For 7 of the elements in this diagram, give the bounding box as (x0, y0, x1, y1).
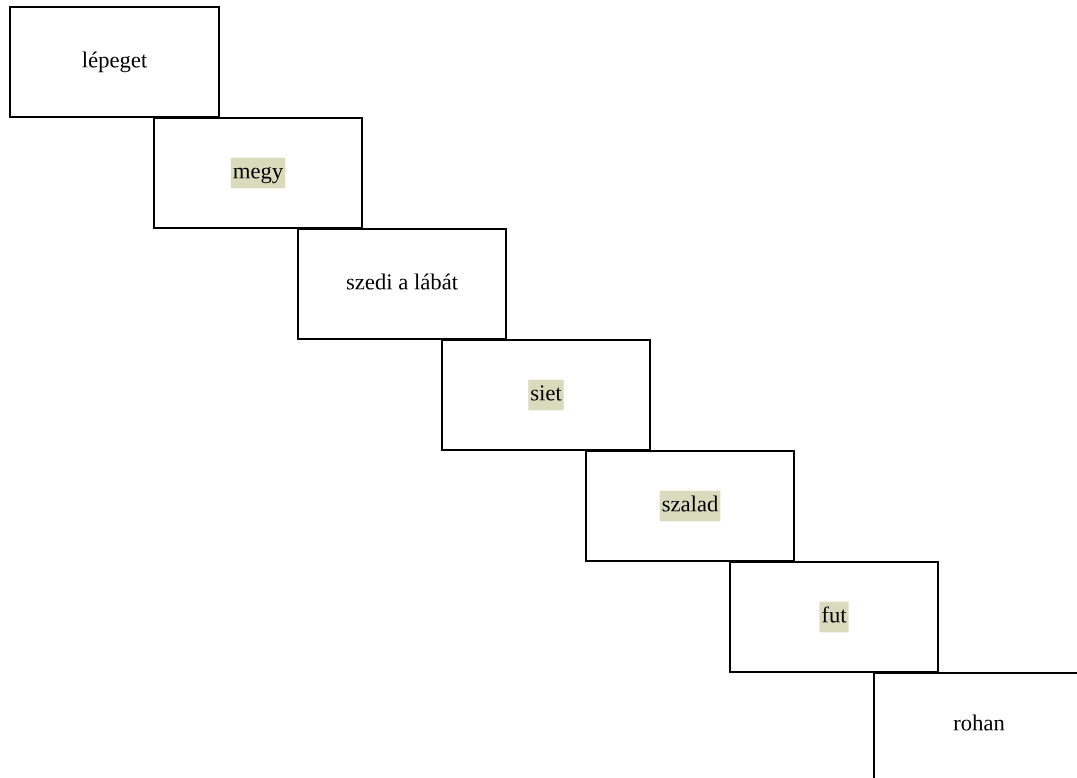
step-box: siet (441, 339, 651, 451)
step-box: szedi a lábát (297, 228, 507, 340)
step-box: lépeget (9, 6, 220, 118)
step-box: rohan (873, 672, 1077, 778)
step-box: szalad (585, 450, 795, 562)
step-box: megy (153, 117, 363, 229)
step-box: fut (729, 561, 939, 673)
